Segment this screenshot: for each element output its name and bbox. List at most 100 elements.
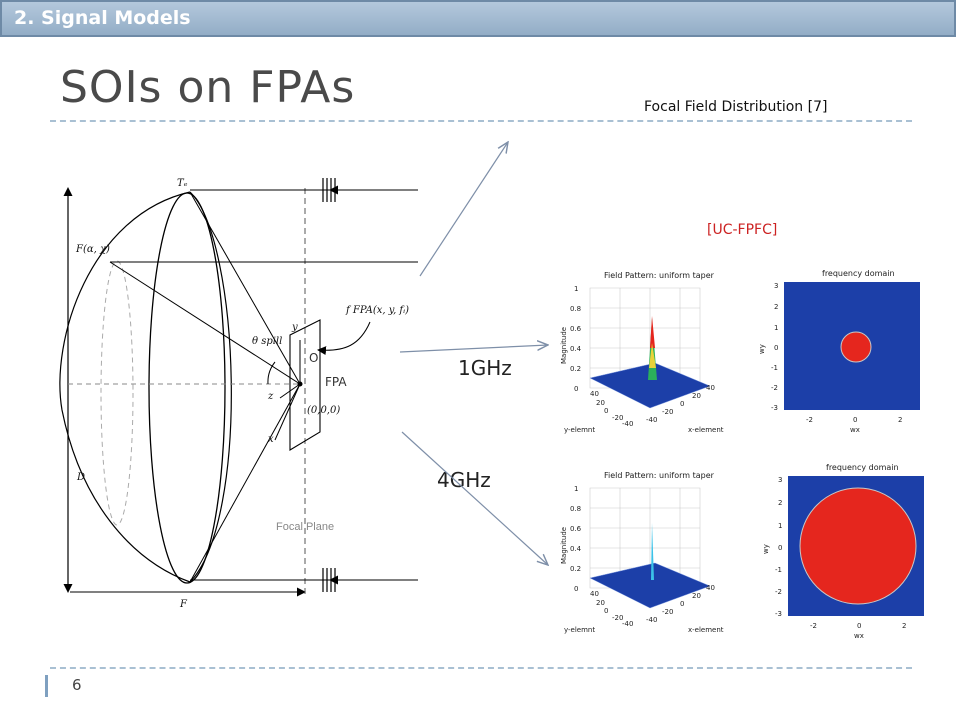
x-tick-2: 0: [680, 400, 684, 408]
field-plot-4ghz: Field Pattern: uniform taper 0 0.2 0.4 0…: [560, 471, 724, 634]
section-label: 2. Signal Models: [14, 7, 191, 29]
reference-label: [UC-FPFC]: [707, 222, 778, 238]
x-tick-0: -40: [646, 416, 657, 424]
label-f-alpha: F(α, χ): [75, 244, 110, 255]
fd2-y-tick-2: 1: [778, 522, 782, 530]
label-z-axis: z: [267, 391, 274, 402]
label-te: Tₑ: [177, 178, 188, 189]
freq-domain-disc: [840, 331, 872, 363]
x-tick-4: 40: [706, 384, 715, 392]
field-surface: [589, 362, 711, 409]
freq-label-1: 1GHz: [458, 356, 512, 380]
fd-y-tick-1: 2: [774, 303, 778, 311]
label-d: D: [76, 472, 85, 483]
z-tick-1: 0.2: [570, 365, 581, 373]
y-tick-4: -40: [622, 420, 633, 428]
z2-tick-2: 0.4: [570, 545, 582, 553]
z2-tick-5: 1: [574, 485, 578, 493]
fd2-y-tick-4: -1: [775, 566, 782, 574]
figure-caption: Focal Field Distribution [7]: [644, 99, 828, 115]
fd2-x-tick-2: 2: [902, 622, 906, 630]
freq-plot-1ghz: frequency domain 3 2 1 0 -1 -2 -3 -2 0 2…: [758, 269, 920, 434]
fd2-y-tick-1: 2: [778, 499, 782, 507]
y-tick-3: -20: [612, 414, 623, 422]
reflector-left-outline: [59, 191, 191, 583]
reflector-inner-dashed: [100, 260, 134, 526]
x-tick-1: -20: [662, 408, 673, 416]
fd-x-tick-1: 0: [853, 416, 857, 424]
z-tick-3: 0.6: [570, 325, 582, 333]
y-elemnt-label: y-elemnt: [564, 426, 595, 434]
y2-tick-2: 0: [604, 607, 608, 615]
wy-label-2: wy: [762, 544, 770, 554]
pointer-arrow-down: [401, 431, 548, 565]
z-tick-4: 0.8: [570, 305, 581, 313]
label-f-fpa: f FPA(x, y, fᵢ): [345, 305, 409, 316]
field-plot-1ghz: Field Pattern: uniform taper 0 0.2 0.4 0…: [560, 271, 724, 434]
aperture-ellipse: [148, 192, 226, 584]
x2-tick-0: -40: [646, 616, 657, 624]
fd2-y-tick-6: -3: [775, 610, 782, 618]
x-element-label: x-element: [688, 426, 724, 434]
slide-title: SOIs on FPAs: [60, 62, 356, 113]
pointer-arrow-mid: [399, 345, 548, 353]
wy-label: wy: [758, 344, 766, 354]
y-tick-0: 40: [590, 390, 599, 398]
fpa-plane: [289, 319, 321, 451]
label-f: F: [179, 599, 188, 610]
pointer-arrow-up: [419, 142, 508, 277]
fd2-x-tick-0: -2: [810, 622, 817, 630]
x2-tick-3: 20: [692, 592, 701, 600]
fd-x-tick-2: 2: [898, 416, 902, 424]
label-theta: θ spill: [252, 336, 282, 347]
freq-plot-title: frequency domain: [822, 269, 895, 278]
y-tick-2: 0: [604, 407, 608, 415]
field-plot-title: Field Pattern: uniform taper: [604, 271, 715, 280]
y2-tick-0: 40: [590, 590, 599, 598]
z-tick-2: 0.4: [570, 345, 582, 353]
y-elemnt-label-2: y-elemnt: [564, 626, 595, 634]
fd-x-tick-0: -2: [806, 416, 813, 424]
y2-tick-4: -40: [622, 620, 633, 628]
fd-y-tick-3: 0: [774, 344, 778, 352]
z2-tick-1: 0.2: [570, 565, 581, 573]
left-rule: [45, 675, 48, 697]
fd-y-tick-0: 3: [774, 282, 778, 290]
x2-tick-4: 40: [706, 584, 715, 592]
freq-plot-4ghz: frequency domain 3 2 1 0 -1 -2 -3 -2 0 2…: [762, 463, 924, 640]
fd-y-tick-2: 1: [774, 324, 778, 332]
field-peak-2: [651, 523, 654, 580]
z-tick-5: 1: [574, 285, 578, 293]
fd2-y-tick-0: 3: [778, 476, 782, 484]
x-element-label-2: x-element: [688, 626, 724, 634]
fd-y-tick-6: -3: [771, 404, 778, 412]
label-focal-plane: Focal Plane: [276, 521, 334, 533]
z2-tick-3: 0.6: [570, 525, 582, 533]
z2-tick-0: 0: [574, 585, 578, 593]
z-tick-0: 0: [574, 385, 578, 393]
fd-y-tick-4: -1: [771, 364, 778, 372]
y2-tick-1: 20: [596, 599, 605, 607]
section-bar: 2. Signal Models: [0, 0, 956, 37]
freq-plot-title-2: frequency domain: [826, 463, 899, 472]
y2-tick-3: -20: [612, 614, 623, 622]
label-origin: (0,0,0): [307, 405, 340, 416]
field-surface-2: [589, 562, 711, 609]
label-y-axis: y: [291, 322, 298, 333]
y-tick-1: 20: [596, 399, 605, 407]
label-x-axis: x: [268, 434, 274, 445]
label-fpa: FPA: [325, 375, 347, 389]
fd2-y-tick-3: 0: [778, 544, 782, 552]
fd-y-tick-5: -2: [771, 384, 778, 392]
x2-tick-2: 0: [680, 600, 684, 608]
wx-label-2: wx: [854, 632, 864, 640]
magnitude-label: Magnitude: [560, 327, 568, 364]
field-plot-title-2: Field Pattern: uniform taper: [604, 471, 715, 480]
magnitude-label-2: Magnitude: [560, 527, 568, 564]
top-separator: [50, 120, 912, 122]
fd2-x-tick-1: 0: [857, 622, 861, 630]
x-tick-3: 20: [692, 392, 701, 400]
freq-domain-disc-2: [799, 487, 917, 605]
z2-tick-4: 0.8: [570, 505, 581, 513]
